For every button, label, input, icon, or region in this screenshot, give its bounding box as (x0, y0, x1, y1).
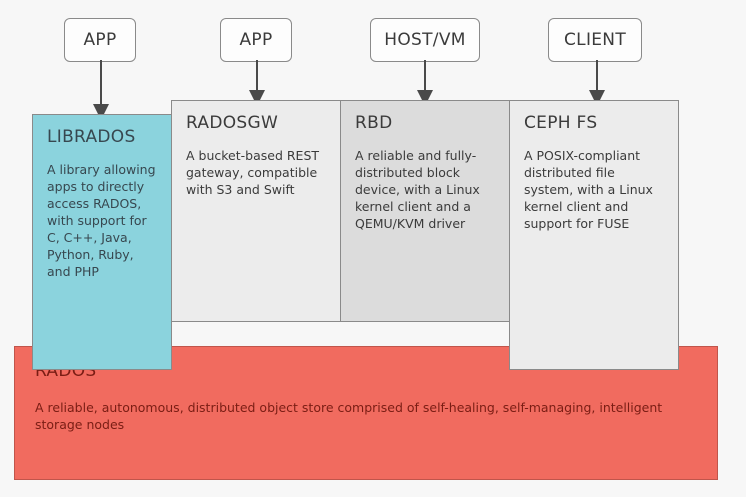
top-label-host-vm: HOST/VM (370, 18, 480, 62)
block-radosgw-description: A bucket-based REST gateway, compatible … (186, 148, 320, 197)
arrow-host-vm-to-rbd (417, 60, 433, 106)
top-label-client: CLIENT (548, 18, 642, 62)
top-label-app-left: APP (64, 18, 136, 62)
block-librados-title: LIBRADOS (47, 127, 136, 147)
arrow-app-mid-to-radosgw (249, 60, 265, 106)
block-rbd: RBD A reliable and fully-distributed blo… (340, 100, 510, 322)
top-label-app-mid: APP (220, 18, 292, 62)
top-label-host-vm-text: HOST/VM (384, 30, 466, 50)
block-rbd-title: RBD (355, 113, 393, 133)
block-radosgw: RADOSGW A bucket-based REST gateway, com… (171, 100, 341, 322)
top-label-app-mid-text: APP (239, 30, 273, 50)
block-rbd-description: A reliable and fully-distributed block d… (355, 148, 480, 231)
block-cephfs-description: A POSIX-compliant distributed file syste… (524, 148, 653, 231)
block-cephfs: CEPH FS A POSIX-compliant distributed fi… (509, 100, 679, 370)
block-radosgw-title: RADOSGW (186, 113, 279, 133)
arrow-client-to-cephfs (589, 60, 605, 106)
block-cephfs-title: CEPH FS (524, 113, 598, 133)
block-rados-description: A reliable, autonomous, distributed obje… (35, 400, 663, 432)
arrow-app-left-to-librados (93, 60, 109, 120)
top-label-app-left-text: APP (83, 30, 117, 50)
block-librados-description: A library allowing apps to directly acce… (47, 162, 156, 279)
top-label-client-text: CLIENT (564, 30, 626, 50)
block-librados: LIBRADOS A library allowing apps to dire… (32, 114, 172, 370)
